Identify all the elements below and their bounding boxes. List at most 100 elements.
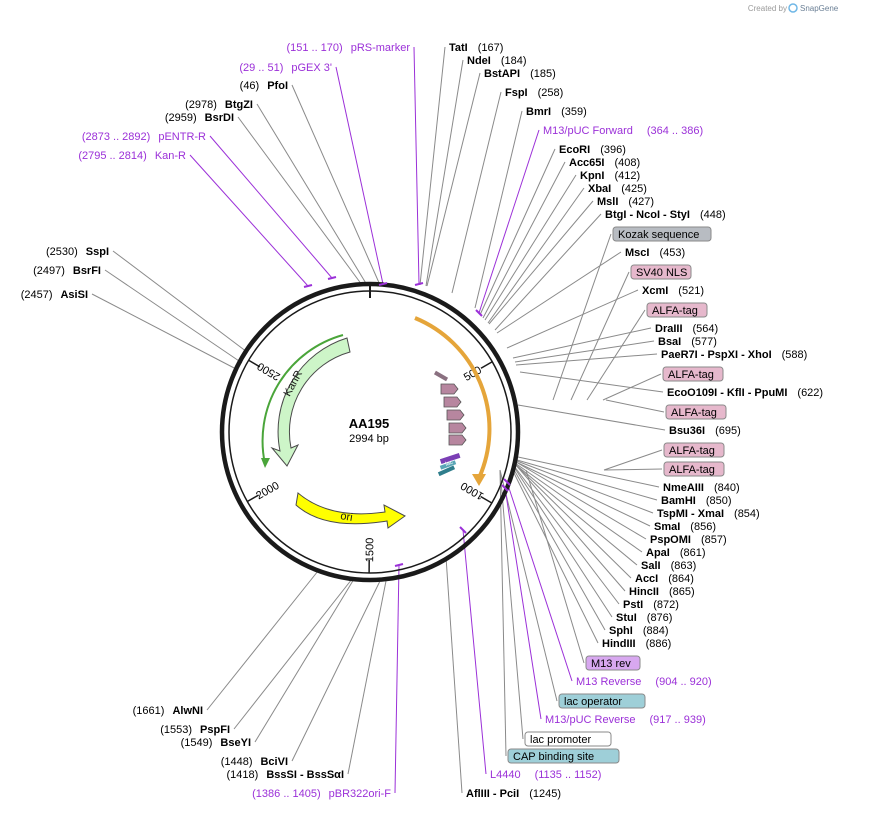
- label-prs[interactable]: (151 .. 170)pRS-marker: [286, 42, 410, 54]
- alfa-mini-feature-4[interactable]: [448, 434, 467, 446]
- alfa-mini-feature-3[interactable]: [448, 422, 467, 434]
- mark-l4440: [459, 526, 467, 534]
- label-acc65i[interactable]: Acc65I(408): [569, 157, 640, 169]
- label-paer7i[interactable]: PaeR7I - PspXI - XhoI(588): [661, 349, 807, 361]
- label-smai-position: (856): [690, 521, 716, 533]
- label-psti[interactable]: PstI(872): [623, 599, 679, 611]
- sv40-mini-feature[interactable]: [440, 383, 459, 395]
- label-bsrfi[interactable]: (2497)BsrFI: [33, 265, 101, 277]
- label-hindiii[interactable]: HindIII(886): [602, 638, 671, 650]
- leader-acci: [514, 463, 632, 579]
- label-tati[interactable]: TatI(167): [449, 42, 503, 54]
- label-ndei[interactable]: NdeI(184): [467, 55, 527, 67]
- leader-btgi: [494, 213, 602, 331]
- label-bseyi[interactable]: (1549)BseYI: [181, 737, 251, 749]
- leader-tati: [419, 46, 446, 286]
- badge-alfa1[interactable]: [646, 302, 708, 318]
- label-m13puc[interactable]: M13/pUC Forward(364 .. 386): [543, 125, 703, 137]
- label-pbr[interactable]: (1386 .. 1405)pBR322ori-F: [252, 788, 391, 800]
- label-ecori[interactable]: EcoRI(396): [559, 144, 626, 156]
- ori-feature[interactable]: [295, 492, 406, 529]
- badge-m13rev[interactable]: [585, 655, 641, 671]
- label-pentr[interactable]: (2873 .. 2892)pENTR-R: [82, 131, 206, 143]
- badge-lacprom[interactable]: [524, 731, 612, 747]
- label-bsu36i[interactable]: Bsu36I(695): [669, 425, 741, 437]
- label-pfoi[interactable]: (46)PfoI: [240, 80, 288, 92]
- label-nmeaiii[interactable]: NmeAIII(840): [663, 482, 740, 494]
- label-btgzi-name: BtgZI: [225, 99, 253, 111]
- badge-alfa2[interactable]: [662, 366, 724, 382]
- label-sspi-position: (2530): [46, 246, 78, 258]
- leader-fspi: [451, 91, 502, 294]
- label-l4440[interactable]: L4440(1135 .. 1152): [490, 769, 601, 781]
- badge-alfa4[interactable]: [663, 442, 725, 458]
- label-btgi-name: BtgI - NcoI - StyI: [605, 209, 690, 221]
- label-pspfi[interactable]: (1553)PspFI: [160, 724, 230, 736]
- label-btgzi[interactable]: (2978)BtgZI: [185, 99, 253, 111]
- label-m13reverse[interactable]: M13 Reverse(904 .. 920): [576, 676, 712, 688]
- badge-lacop[interactable]: [558, 693, 646, 709]
- label-pspomi[interactable]: PspOMI(857): [650, 534, 727, 546]
- leader-xbai: [487, 187, 585, 324]
- badge-kozak[interactable]: [612, 226, 712, 242]
- kozak-mini-feature[interactable]: [433, 370, 449, 382]
- label-msli[interactable]: MslI(427): [597, 196, 654, 208]
- label-afliii[interactable]: AflIII - PciI(1245): [466, 788, 561, 800]
- label-bamhi[interactable]: BamHI(850): [661, 495, 732, 507]
- label-bsrdi[interactable]: (2959)BsrDI: [165, 112, 234, 124]
- badge-alfa3[interactable]: [665, 404, 727, 420]
- label-bamhi-name: BamHI: [661, 495, 696, 507]
- label-xbai[interactable]: XbaI(425): [588, 183, 647, 195]
- lac-operator-mini-feature[interactable]: [439, 460, 457, 470]
- leader-afliii: [445, 556, 463, 794]
- mark-pentr: [327, 276, 337, 280]
- label-bsssi[interactable]: (1418)BssSI - BssSαI: [227, 769, 344, 781]
- label-asisi[interactable]: (2457)AsiSI: [21, 289, 88, 301]
- label-sspi[interactable]: (2530)SspI: [46, 246, 109, 258]
- badge-sv40[interactable]: [630, 264, 692, 280]
- label-btgi[interactable]: BtgI - NcoI - StyI(448): [605, 209, 726, 221]
- label-acci[interactable]: AccI(864): [635, 573, 694, 585]
- label-apai[interactable]: ApaI(861): [646, 547, 706, 559]
- label-bsai[interactable]: BsaI(577): [658, 336, 717, 348]
- label-smai[interactable]: SmaI(856): [654, 521, 716, 533]
- label-kpni-name: KpnI: [580, 170, 604, 182]
- label-sphi[interactable]: SphI(884): [609, 625, 669, 637]
- label-acci-name: AccI: [635, 573, 658, 585]
- label-kpni[interactable]: KpnI(412): [580, 170, 640, 182]
- label-bmri[interactable]: BmrI(359): [526, 106, 587, 118]
- leader-asisi: [91, 293, 239, 371]
- label-msci[interactable]: MscI(453): [625, 247, 685, 259]
- label-fspi[interactable]: FspI(258): [505, 87, 563, 99]
- label-pgex-position: (29 .. 51): [239, 62, 283, 74]
- alfa-mini-feature-2[interactable]: [446, 409, 465, 421]
- kanr-feature[interactable]: [270, 337, 351, 467]
- label-kanr[interactable]: (2795 .. 2814)Kan-R: [78, 150, 186, 162]
- tick-mark-500: [480, 361, 493, 369]
- label-ecori-position: (396): [600, 144, 626, 156]
- badge-m13rev-text: M13 rev: [591, 658, 631, 670]
- label-draiii[interactable]: DraIII(564): [655, 323, 718, 335]
- label-pgex[interactable]: (29 .. 51)pGEX 3': [239, 62, 332, 74]
- m13rev-mini-feature[interactable]: [439, 453, 461, 464]
- label-xcmi[interactable]: XcmI(521): [642, 285, 704, 297]
- badge-alfa5[interactable]: [663, 461, 725, 477]
- label-alwni[interactable]: (1661)AlwNI: [133, 705, 203, 717]
- label-ecoo109i[interactable]: EcoO109I - KflI - PpuMI(622): [667, 387, 823, 399]
- label-stui[interactable]: StuI(876): [616, 612, 672, 624]
- label-bstapi[interactable]: BstAPI(185): [484, 68, 556, 80]
- label-sali[interactable]: SalI(863): [641, 560, 696, 572]
- leader-acc65i: [482, 161, 566, 319]
- label-hincii[interactable]: HincII(865): [629, 586, 695, 598]
- label-kanr-position: (2795 .. 2814): [78, 150, 147, 162]
- badge-cap[interactable]: [507, 748, 620, 764]
- alfa-mini-feature-1[interactable]: [443, 396, 462, 408]
- label-tspmi[interactable]: TspMI - XmaI(854): [657, 508, 760, 520]
- leader-sv40: [570, 271, 630, 401]
- label-tspmi-position: (854): [734, 508, 760, 520]
- cap-mini-feature[interactable]: [437, 465, 456, 477]
- label-m13pucrev[interactable]: M13/pUC Reverse(917 .. 939): [545, 714, 706, 726]
- label-bcivi[interactable]: (1448)BciVI: [221, 756, 288, 768]
- label-bstapi-position: (185): [530, 68, 556, 80]
- backbone-outer-ring: [219, 281, 521, 583]
